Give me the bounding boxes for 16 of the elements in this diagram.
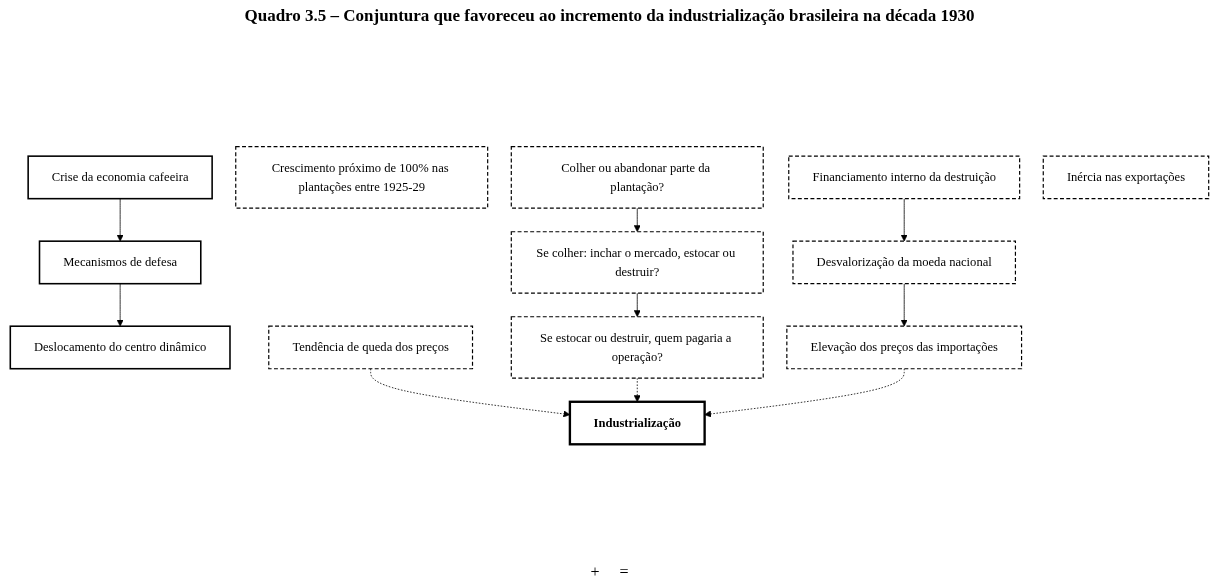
node-box: Crise da economia cafeeira — [27, 155, 213, 200]
diagram-title: Quadro 3.5 – Conjuntura que favoreceu ao incremento da industrialização brasileira na década 1930 — [244, 6, 975, 26]
node-box: Industrialização — [568, 400, 706, 446]
node-box: Tendência de queda dos preços — [268, 325, 474, 370]
node-box: Crescimento próximo de 100% nas plantações entre 1925-29 — [235, 146, 489, 209]
note-text: + — [590, 563, 600, 581]
node-box: Colher ou abandonar parte da plantação? — [510, 146, 764, 209]
note-text: = — [619, 563, 629, 581]
node-box: Se colher: inchar o mercado, estocar ou destruir? — [510, 231, 764, 294]
node-box: Financiamento interno da destruição — [788, 155, 1021, 200]
node-box: Mecanismos de defesa — [38, 240, 202, 285]
node-box: Desvalorização da moeda nacional — [792, 240, 1016, 285]
node-box: Se estocar ou destruir, quem pagaria a operação? — [510, 316, 764, 379]
node-box: Inércia nas exportações — [1042, 155, 1210, 200]
node-box: Elevação dos preços das importações — [786, 325, 1023, 370]
node-box: Deslocamento do centro dinâmico — [9, 325, 231, 370]
